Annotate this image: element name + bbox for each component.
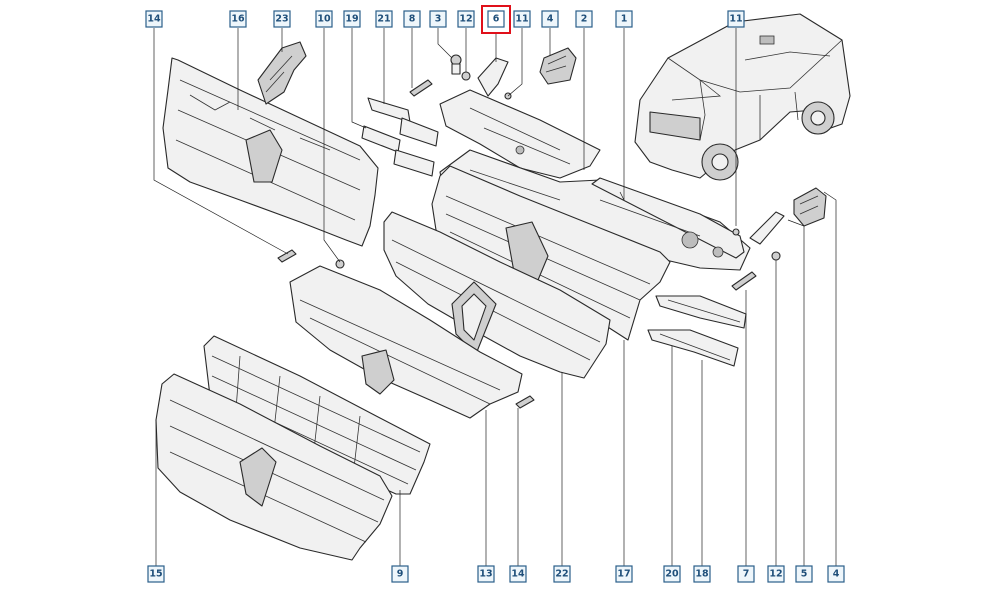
part-19-21-clips: [361, 97, 439, 177]
part-14-pin-lower: [515, 395, 535, 409]
callout-16: 16: [229, 10, 247, 28]
callouts-top: 14 16 23 10 19 21 8 3 12 6 11 4 2 1 11: [145, 5, 745, 34]
part-13-lower-bracket: [289, 259, 523, 419]
callout-6-highlighted: 6: [481, 5, 511, 34]
callout-21: 21: [375, 10, 393, 28]
svg-text:14: 14: [147, 14, 161, 25]
svg-text:17: 17: [617, 569, 630, 580]
svg-text:4: 4: [833, 569, 840, 580]
svg-text:23: 23: [275, 14, 288, 25]
callout-4-bottom: 4: [827, 565, 845, 583]
svg-text:22: 22: [555, 569, 568, 580]
vehicle-illustration: [634, 13, 851, 181]
callout-19: 19: [343, 10, 361, 28]
callout-11-right: 11: [727, 10, 745, 28]
part-3-12-6-hardware: [450, 54, 512, 100]
callout-20: 20: [663, 565, 681, 583]
svg-text:4: 4: [547, 14, 554, 25]
svg-text:6: 6: [493, 14, 500, 25]
svg-text:2: 2: [581, 14, 588, 25]
part-14-pin-left: [277, 249, 297, 263]
part-4-grommet-top: [539, 47, 577, 85]
part-23-bracket: [257, 41, 307, 105]
svg-text:12: 12: [769, 569, 782, 580]
svg-text:11: 11: [729, 14, 742, 25]
callout-14-bottom: 14: [509, 565, 527, 583]
callout-4: 4: [541, 10, 559, 28]
callout-5: 5: [795, 565, 813, 583]
svg-text:7: 7: [743, 569, 750, 580]
callout-1: 1: [615, 10, 633, 28]
part-15-outer-grille: [155, 373, 393, 561]
part-8-pin: [409, 79, 433, 97]
callout-13: 13: [477, 565, 495, 583]
svg-text:20: 20: [665, 569, 679, 580]
callout-12-bottom: 12: [767, 565, 785, 583]
callout-11: 11: [513, 10, 531, 28]
callout-15: 15: [147, 565, 165, 583]
callout-14: 14: [145, 10, 163, 28]
svg-text:5: 5: [801, 569, 808, 580]
svg-text:21: 21: [377, 14, 390, 25]
callout-10: 10: [315, 10, 333, 28]
callout-17: 17: [615, 565, 633, 583]
svg-text:14: 14: [511, 569, 525, 580]
svg-text:15: 15: [149, 569, 162, 580]
leader-lines: [153, 28, 837, 568]
svg-text:11: 11: [515, 14, 528, 25]
svg-text:8: 8: [409, 14, 416, 25]
svg-text:13: 13: [479, 569, 492, 580]
svg-text:12: 12: [459, 14, 472, 25]
callout-22: 22: [553, 565, 571, 583]
callout-9: 9: [391, 565, 409, 583]
svg-text:19: 19: [345, 14, 358, 25]
callout-2: 2: [575, 10, 593, 28]
callout-23: 23: [273, 10, 291, 28]
svg-text:18: 18: [695, 569, 709, 580]
callout-18: 18: [693, 565, 711, 583]
callout-3: 3: [429, 10, 447, 28]
part-2-cross-member: [439, 89, 601, 179]
callouts-bottom: 15 9 13 14 22 17 20 18 7 12 5 4: [147, 565, 845, 583]
svg-text:3: 3: [435, 14, 442, 25]
part-7-12-5-4-right-hardware: [731, 187, 827, 291]
callout-7: 7: [737, 565, 755, 583]
svg-text:1: 1: [621, 14, 628, 25]
callout-8: 8: [403, 10, 421, 28]
part-20-18-side-vents: [647, 295, 747, 367]
callout-12: 12: [457, 10, 475, 28]
svg-text:16: 16: [231, 14, 245, 25]
grille-main-assembly: [431, 165, 671, 341]
svg-text:10: 10: [317, 14, 331, 25]
part-22-grille-trim: [383, 211, 611, 379]
svg-text:9: 9: [397, 569, 404, 580]
logo-emblem-center: [451, 281, 497, 355]
